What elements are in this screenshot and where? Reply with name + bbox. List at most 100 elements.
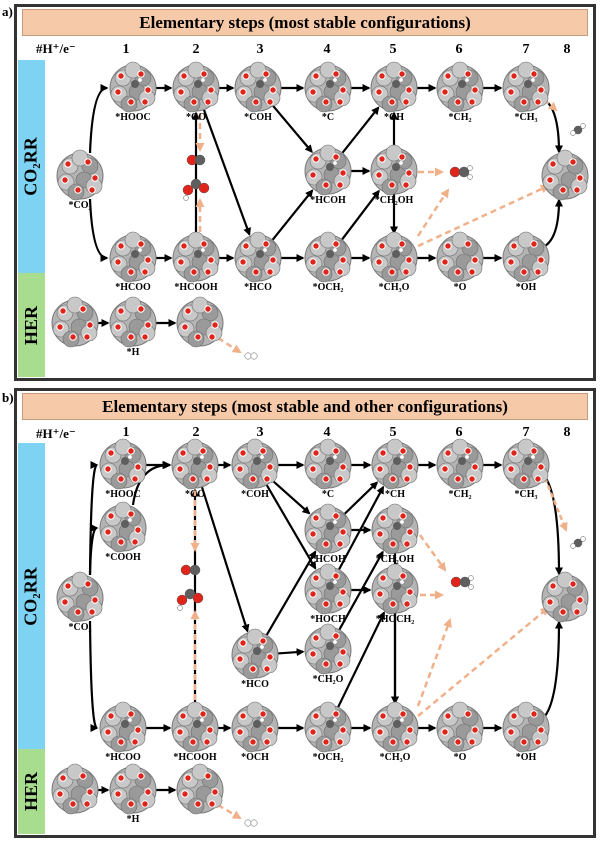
b-node-ch2o-atom — [319, 623, 337, 641]
b-node-oh-oxygen — [520, 738, 528, 746]
a-node-co2-atom — [71, 149, 89, 167]
b-node-och2-oxygen — [322, 738, 330, 746]
b-gas-ch3oh — [450, 575, 474, 590]
b-node-cooh-oxygen — [104, 528, 112, 536]
b-node-hcooh-oxygen — [206, 726, 214, 734]
b-node-her-clean-oxygen — [56, 790, 64, 798]
a-node-hcoo-oxygen — [144, 256, 152, 264]
b-edge-ch3-clean — [544, 476, 563, 576]
b-node-ch2o-oxygen — [322, 660, 330, 668]
a-node-hcoo-adsorbate-h — [137, 247, 143, 253]
a-node-her-product-oxygen — [184, 307, 192, 315]
b-node-c-oxygen — [336, 475, 344, 483]
a-node-ch2 — [436, 61, 484, 113]
a-gas-ch4-atom — [580, 123, 586, 129]
a-node-c-adsorbate-h — [332, 77, 338, 83]
b-node-hooc-oxygen — [117, 475, 125, 483]
b-node-hcoo-oxygen — [131, 738, 139, 746]
b-node-h-atom — [124, 763, 142, 781]
b-node-co-oxygen — [189, 475, 197, 483]
a-edge-co-hco — [202, 109, 251, 236]
b-column-2: 2 — [192, 425, 200, 440]
b-node-hoch-oxygen — [322, 600, 330, 608]
b-label-c: *C — [321, 489, 335, 500]
b-edge-hoch-ch — [337, 485, 385, 571]
a-node-ch2-atom — [451, 61, 469, 79]
b-node-cooh-oxygen — [117, 538, 125, 546]
a-node-o-oxygen — [464, 240, 472, 248]
b-node-hooc-oxygen — [104, 465, 112, 473]
b-node-c-oxygen — [312, 449, 320, 457]
a-node-clean-oxygen — [569, 158, 577, 166]
b-node-coh-oxygen — [236, 465, 244, 473]
b-node-ch3-atom — [517, 438, 535, 456]
b-node-hco-oxygen — [239, 639, 247, 647]
a-node-ch3-oxygen — [507, 88, 515, 96]
b-node-och2-oxygen — [332, 710, 340, 718]
a-node-h-oxygen — [127, 333, 135, 341]
b-node-oh-oxygen — [530, 710, 538, 718]
b-node-coh-oxygen — [263, 475, 271, 483]
a-node-her-clean-oxygen — [69, 333, 77, 341]
b-node-oh-oxygen — [537, 726, 545, 734]
a-edge-och2-ch2oh — [341, 189, 380, 241]
b-node-hcooh-oxygen — [189, 738, 197, 746]
b-node-her-product-oxygen — [208, 800, 216, 808]
b-gas-h2-atom — [250, 819, 258, 827]
b-node-ch2 — [436, 438, 484, 490]
b-gas-hcooh-atom — [192, 592, 204, 604]
a-node-clean-oxygen — [549, 160, 557, 168]
a-label-hcoo: *HCOO — [115, 282, 151, 293]
b-edge-hco-hcoh — [265, 550, 317, 636]
a-node-ch-oxygen — [378, 72, 386, 80]
b-node-h-oxygen — [141, 800, 149, 808]
a-node-hcoo-oxygen — [127, 268, 135, 276]
a-node-och2-oxygen — [339, 256, 347, 264]
a-node-ch2oh-oxygen — [402, 181, 410, 189]
a-node-co2-oxygen — [64, 160, 72, 168]
a-gas-co — [186, 154, 206, 166]
b-node-hooc — [99, 438, 147, 490]
b-node-co2 — [56, 571, 104, 623]
a-node-ch-adsorbate-carbon — [392, 80, 400, 88]
b-node-hcooh-oxygen — [176, 728, 184, 736]
a-node-ch2oh-oxygen — [398, 153, 406, 161]
b-node-co-adsorbate-h — [199, 454, 205, 460]
a-node-hcooh-oxygen — [177, 258, 185, 266]
a-edge-co2-hooc — [88, 84, 109, 154]
b-node-o-atom — [451, 701, 469, 719]
b-label-hco: *HCO — [241, 679, 269, 690]
b-edge-co-hco — [200, 486, 250, 633]
b-node-hcoh-oxygen — [339, 528, 347, 536]
b-node-ch-adsorbate-h — [399, 454, 405, 460]
a-node-hooc-atom — [124, 61, 142, 79]
a-label-hooc: *HOOC — [115, 112, 151, 123]
a-node-ch3o-oxygen — [405, 256, 413, 264]
a-node-hooc-oxygen — [114, 88, 122, 96]
b-node-och2 — [304, 701, 352, 753]
b-node-ch-oxygen — [399, 447, 407, 455]
a-node-hcoh-oxygen — [309, 171, 317, 179]
a-node-hcooh-adsorbate-h — [200, 247, 206, 253]
a-node-oh — [502, 231, 550, 283]
b-node-co2-oxygen — [91, 596, 99, 604]
b-node-ch2-oxygen — [444, 449, 452, 457]
b-node-hcoo-oxygen — [127, 710, 135, 718]
b-node-clean-oxygen — [546, 598, 554, 606]
a-node-co-oxygen — [200, 70, 208, 78]
a-node-hco-oxygen — [262, 240, 270, 248]
b-node-coh-oxygen — [266, 463, 274, 471]
b-node-hcoh-oxygen — [309, 530, 317, 538]
a-node-ch-oxygen — [402, 98, 410, 106]
b-node-coh-oxygen — [239, 449, 247, 457]
b-node-her-clean-oxygen — [69, 800, 77, 808]
b-node-hco-atom — [246, 628, 264, 646]
b-node-ch-oxygen — [406, 463, 414, 471]
b-node-hoch — [304, 563, 352, 615]
a-node-o-oxygen — [468, 268, 476, 276]
b-node-hcoh-oxygen — [332, 512, 340, 520]
b-node-h-oxygen — [117, 774, 125, 782]
b-label-co: *CO — [185, 489, 205, 500]
a-gas-h2 — [244, 352, 258, 360]
